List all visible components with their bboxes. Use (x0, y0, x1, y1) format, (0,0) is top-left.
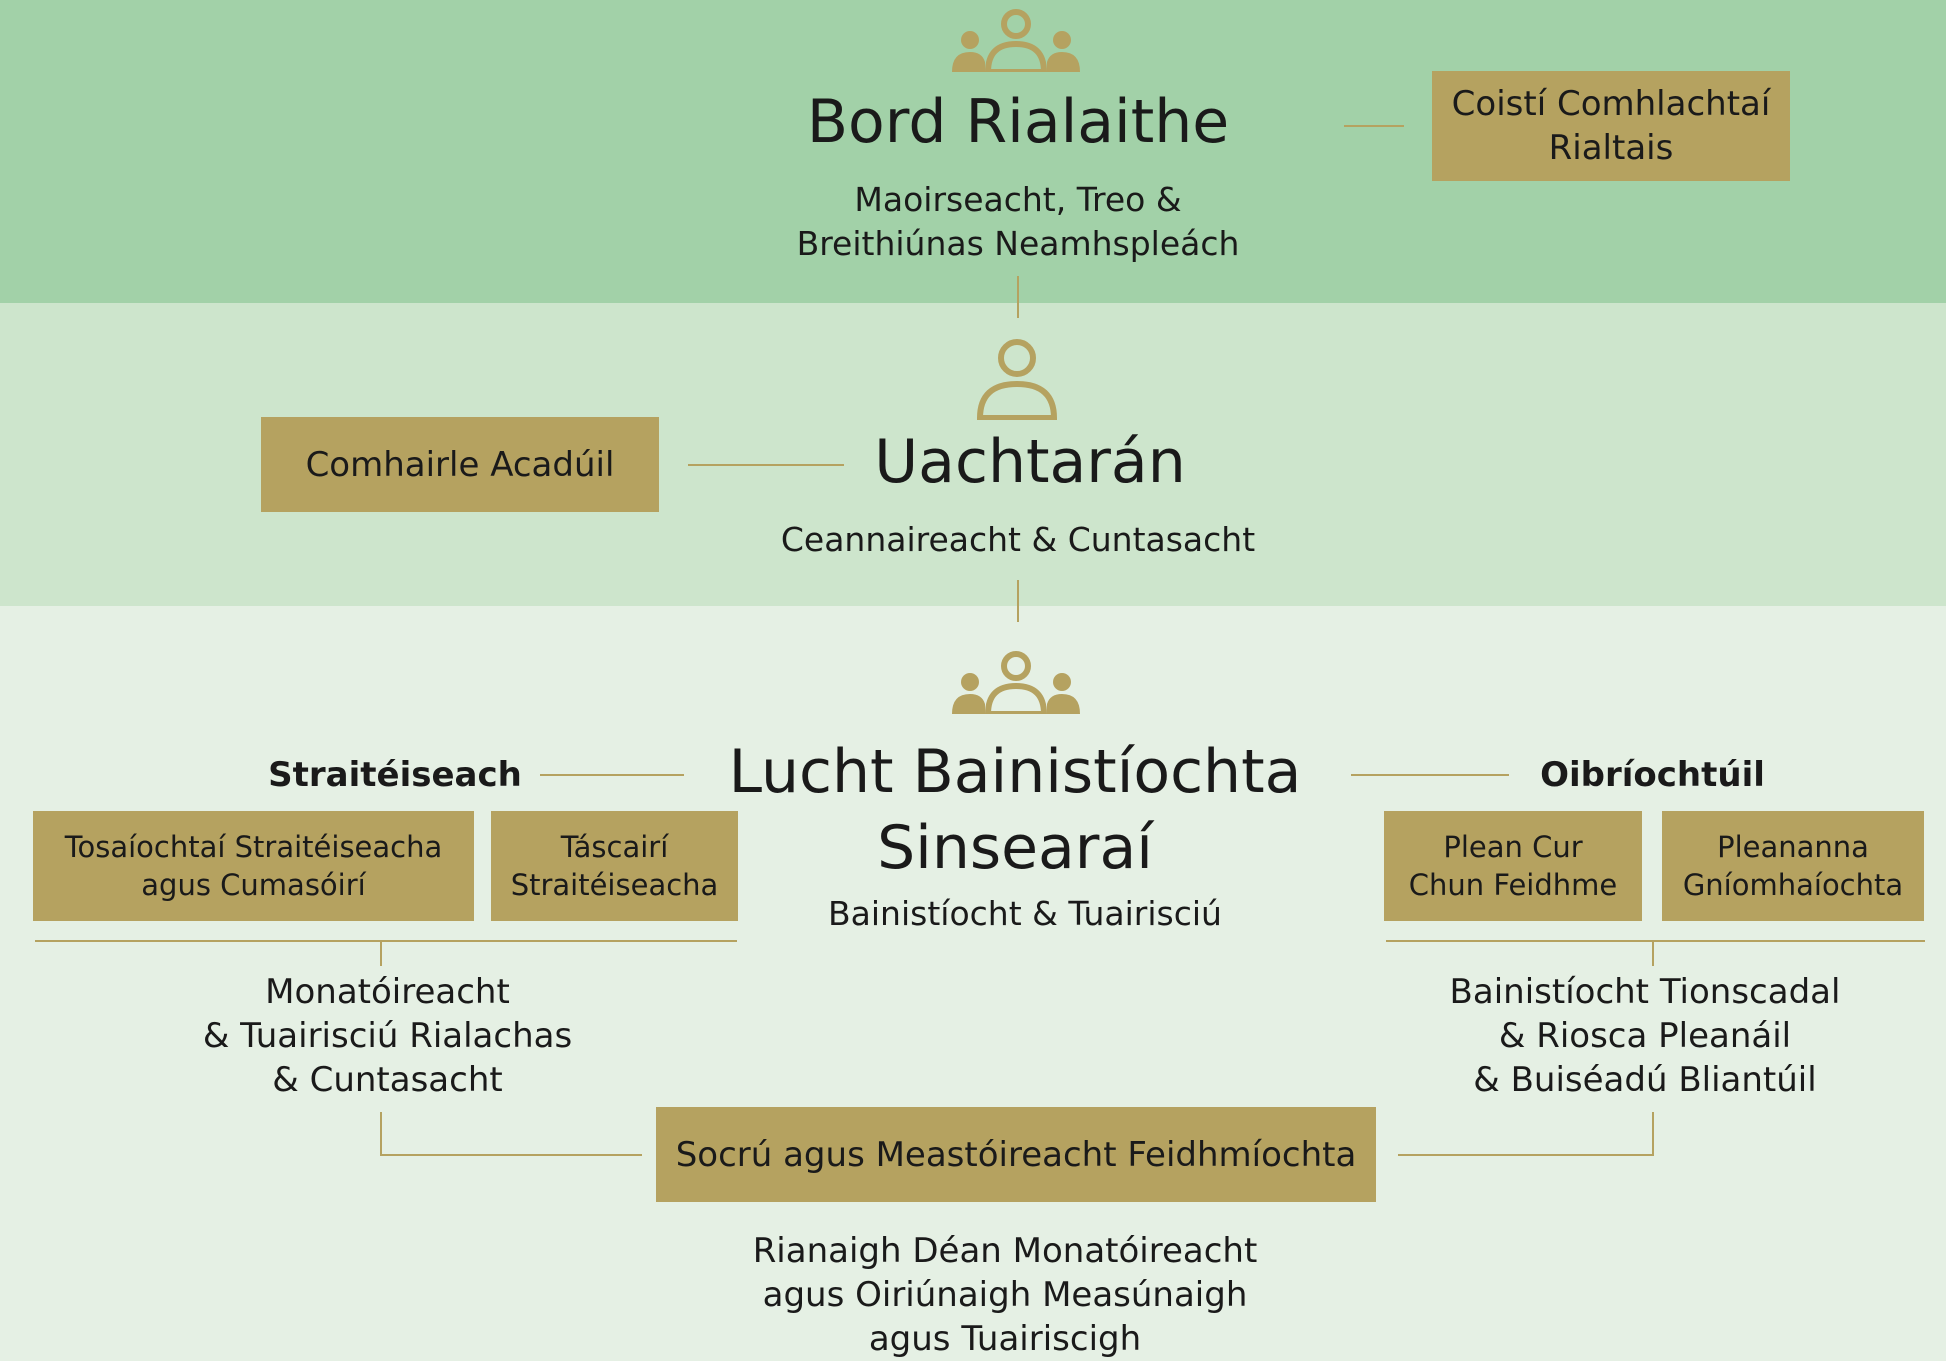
performance-desc-line2: agus Oiriúnaigh Measúnaigh (762, 1275, 1248, 1315)
implementation-plan-line2: Chun Feidhme (1408, 868, 1618, 902)
strategic-desc-line2: & Tuairisciú Rialachas (202, 1016, 573, 1056)
performance-box: Socrú agus Meastóireacht Feidhmíochta (656, 1107, 1376, 1202)
strategic-indicators-box: Táscairí Straitéiseacha (491, 811, 738, 921)
strategic-desc-line1: Monatóireacht (265, 972, 510, 1012)
operational-down-connector (1652, 1112, 1654, 1156)
action-plans-line1: Pleananna (1717, 830, 1869, 864)
connector-board-president (1017, 276, 1019, 318)
strategic-bracket-stem (380, 940, 382, 966)
senior-management-title-line2: Sinsearaí (877, 813, 1153, 883)
performance-to-operational (1398, 1154, 1654, 1156)
strategic-desc-line3: & Cuntasacht (272, 1060, 503, 1100)
connector-board-committees (1344, 125, 1404, 127)
group-people-icon (952, 9, 1080, 72)
action-plans-box: Pleananna Gníomhaíochta (1662, 811, 1924, 921)
connector-strategic-management (540, 774, 684, 776)
president-subtitle: Ceannaireacht & Cuntasacht (780, 520, 1256, 559)
operational-heading: Oibríochtúil (1540, 755, 1765, 795)
band-senior-management (0, 606, 1946, 1359)
operational-bracket-line (1386, 940, 1925, 942)
strategic-indicators-line2: Straitéiseacha (510, 868, 719, 902)
connector-president-management (1017, 580, 1019, 622)
committees-line1: Coistí Comhlachtaí (1451, 84, 1771, 124)
performance-desc-line1: Rianaigh Déan Monatóireacht (752, 1231, 1258, 1271)
strategic-indicators-line1: Táscairí (560, 830, 669, 864)
strategic-to-performance (380, 1154, 642, 1156)
strategic-heading: Straitéiseach (268, 755, 522, 795)
academic-council-box: Comhairle Acadúil (261, 417, 659, 512)
operational-desc-line1: Bainistíocht Tionscadal (1449, 972, 1841, 1012)
strategic-priorities-box: Tosaíochtaí Straitéiseacha agus Cumasóir… (33, 811, 474, 921)
strategic-priorities-line2: agus Cumasóirí (141, 868, 366, 902)
operational-bracket-stem (1652, 940, 1654, 966)
implementation-plan-box: Plean Cur Chun Feidhme (1384, 811, 1642, 921)
operational-desc-line3: & Buiséadú Bliantúil (1473, 1060, 1817, 1100)
governing-board-subtitle-line2: Breithiúnas Neamhspleách (796, 224, 1240, 263)
governing-board-subtitle-line1: Maoirseacht, Treo & (854, 180, 1182, 219)
operational-desc-line2: & Riosca Pleanáil (1498, 1016, 1792, 1056)
governing-board-title: Bord Rialaithe (806, 87, 1230, 157)
senior-management-subtitle: Bainistíocht & Tuairisciú (828, 894, 1222, 933)
implementation-plan-line1: Plean Cur (1443, 830, 1583, 864)
strategic-down-connector (380, 1112, 382, 1156)
committees-line2: Rialtais (1548, 128, 1674, 168)
government-committees-box: Coistí Comhlachtaí Rialtais (1432, 71, 1790, 181)
president-title: Uachtarán (874, 427, 1186, 497)
strategic-bracket-line (35, 940, 737, 942)
group-people-icon (952, 651, 1080, 714)
action-plans-line2: Gníomhaíochta (1682, 868, 1904, 902)
connector-council-president (688, 464, 844, 466)
performance-desc-line3: agus Tuairiscigh (868, 1319, 1142, 1359)
strategic-priorities-line1: Tosaíochtaí Straitéiseacha (64, 830, 443, 864)
connector-management-operational (1351, 774, 1509, 776)
senior-management-title-line1: Lucht Bainistíochta (728, 737, 1302, 807)
person-icon (976, 339, 1058, 420)
